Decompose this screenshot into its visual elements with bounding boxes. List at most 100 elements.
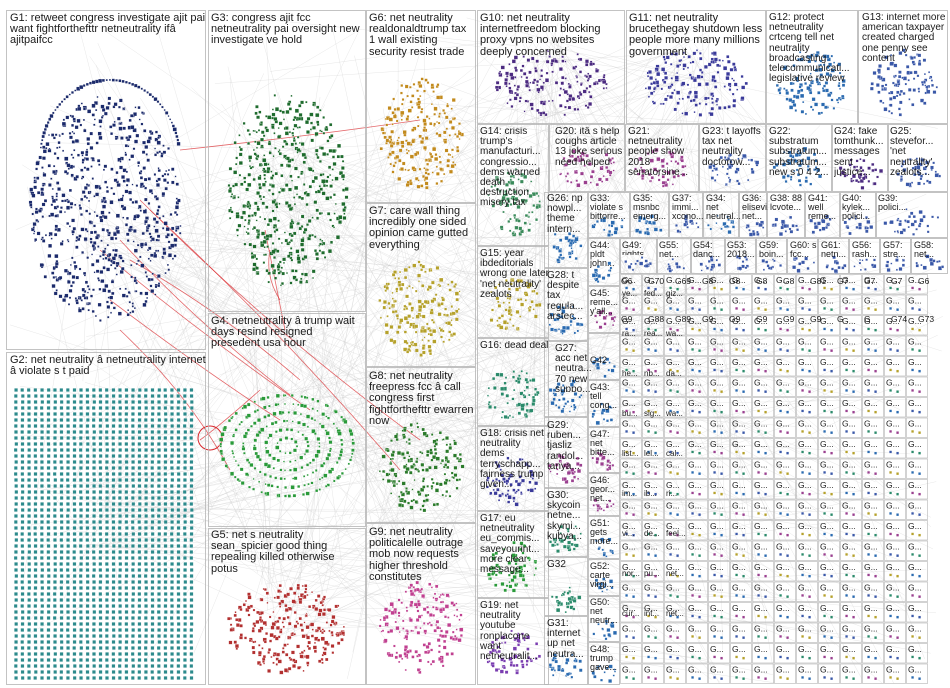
small-group-box	[840, 397, 862, 418]
node	[434, 153, 438, 157]
node	[66, 430, 71, 434]
node	[328, 440, 333, 445]
node	[388, 609, 391, 613]
edge-line	[301, 619, 679, 661]
edge-line	[295, 244, 746, 596]
small-group-box	[642, 602, 664, 623]
node	[304, 272, 308, 277]
node	[578, 70, 583, 74]
node	[105, 412, 109, 416]
node	[131, 412, 135, 416]
node	[14, 658, 18, 662]
node	[312, 276, 315, 279]
node	[397, 136, 400, 139]
node	[268, 218, 273, 223]
node	[33, 430, 38, 434]
node	[276, 652, 280, 657]
node	[264, 492, 268, 495]
node	[92, 472, 96, 476]
node	[263, 246, 266, 249]
edge-line	[445, 504, 619, 634]
node	[51, 197, 54, 200]
node	[136, 243, 140, 247]
node	[289, 468, 292, 472]
node	[313, 649, 317, 653]
node	[104, 256, 108, 260]
node	[282, 419, 286, 423]
node	[115, 273, 118, 276]
small-group-box	[862, 294, 884, 315]
edge-line	[402, 240, 617, 416]
node	[55, 289, 58, 292]
node	[589, 62, 593, 66]
node	[156, 538, 161, 542]
node	[411, 286, 414, 289]
node	[111, 652, 116, 656]
node	[78, 640, 83, 644]
node	[438, 431, 442, 435]
node	[390, 129, 394, 134]
edge-red	[199, 389, 261, 441]
node	[400, 282, 405, 287]
node	[111, 418, 116, 422]
small-group-box	[774, 335, 796, 356]
node	[98, 436, 103, 440]
node	[104, 532, 109, 536]
node	[59, 592, 64, 596]
group-box-g9	[366, 523, 476, 685]
node	[388, 307, 391, 310]
node	[260, 164, 263, 167]
node	[454, 133, 457, 136]
node	[408, 455, 411, 458]
small-group-box	[796, 335, 818, 356]
node	[14, 634, 19, 638]
node	[335, 427, 338, 430]
node	[157, 508, 161, 512]
node	[404, 168, 407, 171]
node	[166, 263, 169, 266]
node	[441, 297, 445, 302]
node	[53, 412, 57, 416]
node	[246, 129, 250, 132]
node	[244, 636, 247, 640]
node	[80, 168, 84, 172]
node	[322, 131, 326, 135]
node	[183, 604, 187, 608]
node	[40, 514, 44, 518]
node	[157, 284, 161, 288]
node	[427, 344, 432, 349]
small-group-box	[884, 315, 906, 336]
node	[130, 275, 133, 279]
node	[169, 484, 174, 488]
node	[267, 163, 270, 166]
edge-line	[269, 176, 531, 627]
node	[414, 324, 419, 329]
edge-line	[121, 258, 320, 523]
node	[46, 454, 51, 458]
small-group-box	[686, 602, 708, 623]
node	[26, 442, 31, 446]
node	[72, 117, 76, 121]
small-group-box	[642, 561, 664, 582]
node	[144, 406, 149, 410]
node	[183, 550, 188, 554]
node	[111, 616, 116, 620]
node	[106, 186, 109, 189]
node	[267, 651, 271, 654]
node	[265, 115, 268, 118]
node	[76, 118, 81, 123]
node	[239, 147, 243, 152]
group-box-g11	[626, 10, 766, 124]
node	[252, 608, 256, 612]
small-group-box	[730, 458, 752, 479]
node	[428, 582, 432, 586]
node	[124, 388, 129, 392]
node	[265, 632, 269, 636]
small-group-box	[796, 643, 818, 664]
node	[81, 190, 86, 194]
node	[255, 619, 260, 624]
node	[414, 289, 418, 293]
node	[444, 495, 447, 497]
node	[140, 122, 144, 126]
node	[141, 231, 145, 236]
